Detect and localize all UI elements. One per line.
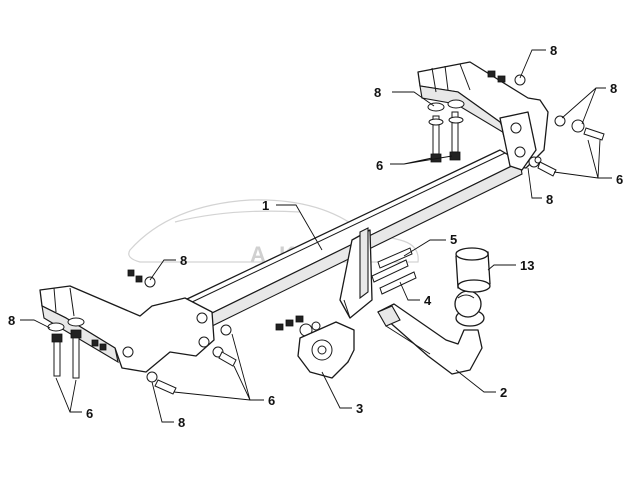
callout-13: 13	[520, 258, 534, 273]
callout-5: 5	[450, 232, 457, 247]
callout-8-left: 8	[8, 313, 15, 328]
callout-8-upper-left: 8	[374, 85, 381, 100]
callout-8-upper-right: 8	[610, 81, 617, 96]
callout-1: 1	[262, 198, 269, 213]
left-fasteners	[47, 269, 237, 395]
callout-6-upper-mid: 6	[376, 158, 383, 173]
callout-8-top: 8	[550, 43, 557, 58]
callout-8-bottom: 8	[178, 415, 185, 430]
left-side-arm	[39, 285, 215, 373]
main-crossbar	[184, 149, 523, 329]
centre-fasteners	[275, 247, 417, 337]
callout-8-mid-right: 8	[546, 192, 553, 207]
callout-8-left-upper: 8	[180, 253, 187, 268]
ball-cover-cap	[455, 247, 491, 293]
electrical-socket-plate	[297, 321, 355, 379]
leader-lines	[20, 49, 612, 423]
callout-4: 4	[424, 293, 432, 308]
callout-2: 2	[500, 385, 507, 400]
callout-6-left: 6	[86, 406, 93, 421]
callout-3: 3	[356, 401, 363, 416]
callout-6-bottom: 6	[268, 393, 275, 408]
upper-right-fasteners	[427, 70, 605, 177]
callout-labels: 1 2 3 4 5 13 8 8 8 8 8 8 8 6 6 6 6	[8, 43, 623, 430]
right-side-arm	[417, 61, 549, 171]
callout-6-upper-right: 6	[616, 172, 623, 187]
